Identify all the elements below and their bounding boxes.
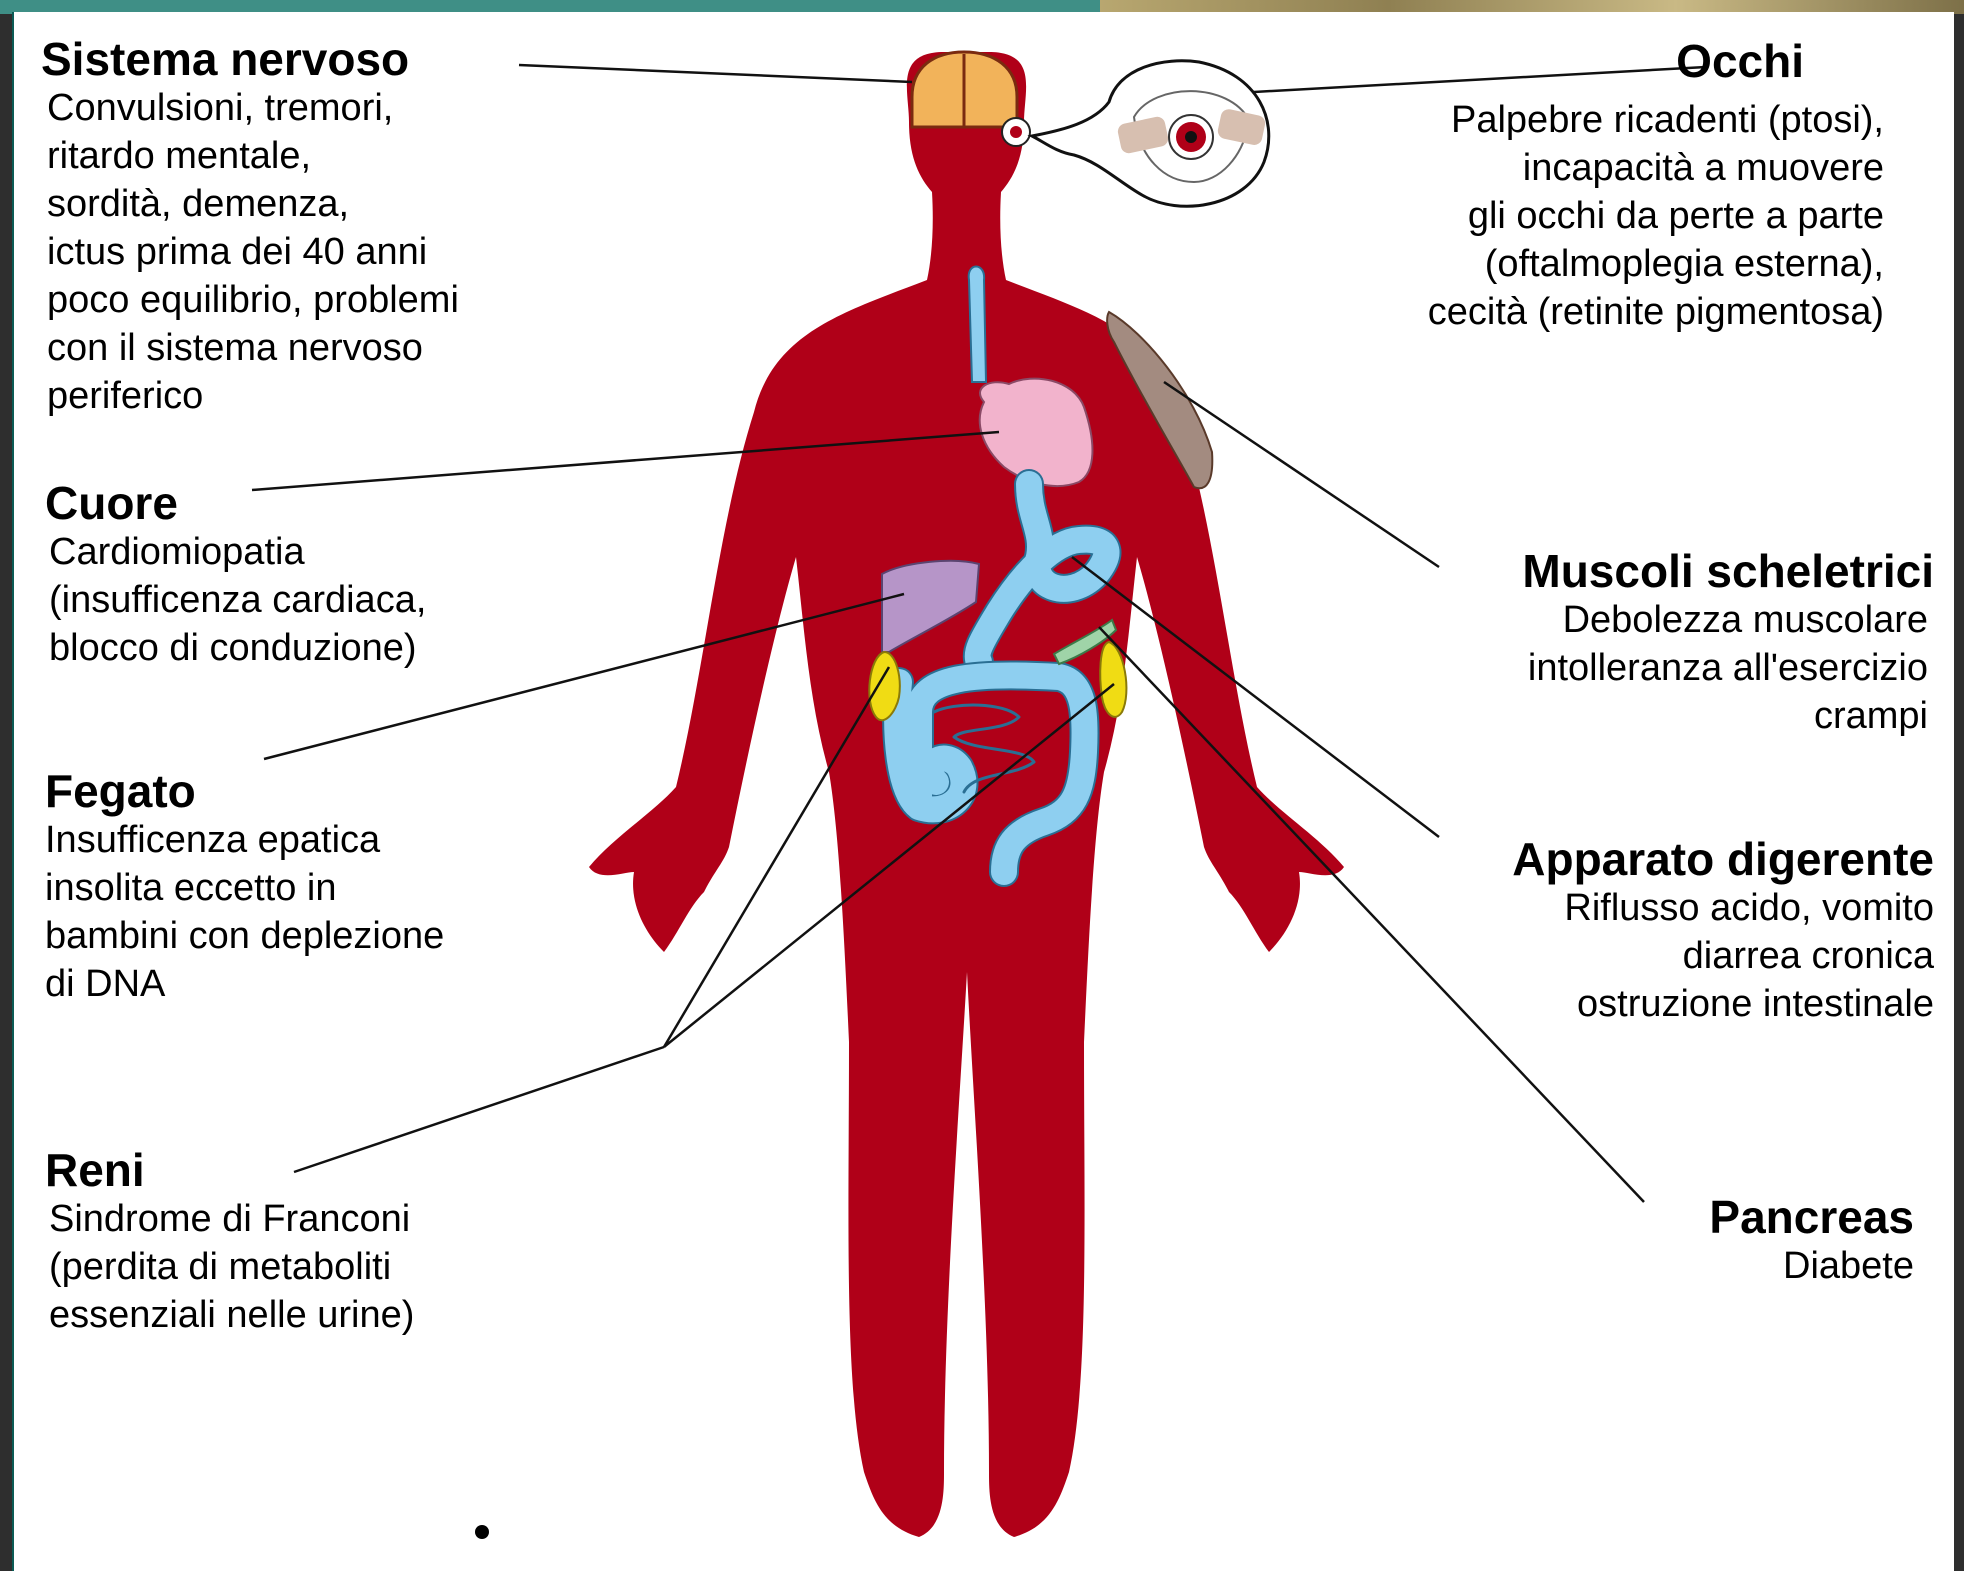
- esophagus: [969, 267, 986, 383]
- label-fegato: Fegato Insufficenza epatica insolita ecc…: [45, 766, 585, 1008]
- label-title: Fegato: [45, 766, 585, 816]
- diagram-panel: Sistema nervoso Convulsioni, tremori, ri…: [12, 12, 1954, 1571]
- label-description: Palpebre ricadenti (ptosi), incapacità a…: [1334, 96, 1884, 336]
- label-title: Pancreas: [1514, 1192, 1934, 1242]
- label-reni: Reni Sindrome di Franconi (perdita di me…: [45, 1145, 585, 1339]
- label-title: Occhi: [1334, 36, 1884, 86]
- label-cuore: Cuore Cardiomiopatia (insufficenza cardi…: [45, 478, 585, 672]
- label-title: Reni: [45, 1145, 585, 1195]
- label-pancreas: Pancreas Diabete: [1514, 1192, 1934, 1290]
- label-title: Apparato digerente: [1434, 834, 1934, 884]
- label-description: Sindrome di Franconi (perdita di metabol…: [45, 1195, 585, 1339]
- label-description: Diabete: [1514, 1242, 1934, 1290]
- brain-organ: [912, 52, 1017, 127]
- label-description: Cardiomiopatia (insufficenza cardiaca, b…: [45, 528, 585, 672]
- stray-bullet-dot: [475, 1525, 489, 1539]
- eye-on-head: [1002, 118, 1030, 146]
- label-sistema-nervoso: Sistema nervoso Convulsioni, tremori, ri…: [41, 34, 601, 420]
- left-kidney: [869, 652, 899, 720]
- label-description: Riflusso acido, vomito diarrea cronica o…: [1434, 884, 1934, 1028]
- label-description: Convulsioni, tremori, ritardo mentale, s…: [41, 84, 601, 420]
- label-occhi: Occhi Palpebre ricadenti (ptosi), incapa…: [1334, 36, 1884, 336]
- label-muscoli-scheletrici: Muscoli scheletrici Debolezza muscolare …: [1434, 546, 1934, 740]
- label-description: Debolezza muscolare intolleranza all'ese…: [1434, 596, 1934, 740]
- label-apparato-digerente: Apparato digerente Riflusso acido, vomit…: [1434, 834, 1934, 1028]
- label-title: Sistema nervoso: [41, 34, 601, 84]
- label-title: Cuore: [45, 478, 585, 528]
- eye-callout-bubble: [1032, 61, 1269, 206]
- label-description: Insufficenza epatica insolita eccetto in…: [45, 816, 585, 1008]
- label-title: Muscoli scheletrici: [1434, 546, 1934, 596]
